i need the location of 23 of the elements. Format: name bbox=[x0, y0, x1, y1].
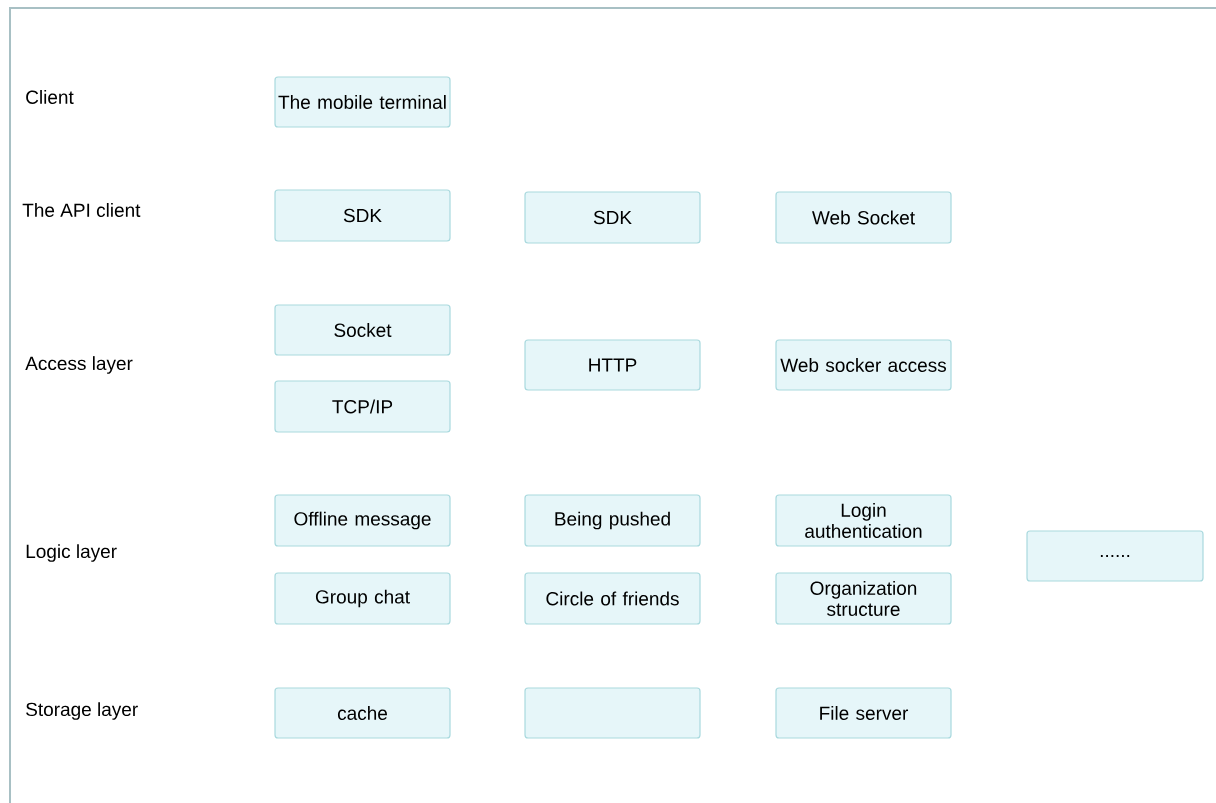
layer-box: cache bbox=[274, 687, 451, 739]
layer-label: Access layer bbox=[25, 356, 133, 374]
layer-box: Offline message bbox=[274, 494, 451, 547]
layer-label: Client bbox=[26, 90, 74, 104]
layer-box: Circle of friends bbox=[524, 572, 701, 625]
layer-box: Being pushed bbox=[524, 494, 701, 547]
layer-box: Login authentication bbox=[775, 494, 952, 547]
layer-label: The API client bbox=[22, 203, 141, 217]
layer-label: Storage layer bbox=[26, 702, 138, 720]
layer-box: HTTP bbox=[524, 339, 701, 391]
layer-box: Web socker access bbox=[775, 339, 952, 391]
layer-box: The mobile terminal bbox=[274, 76, 451, 128]
layer-box: Group chat bbox=[274, 572, 451, 625]
empty-box bbox=[524, 687, 701, 739]
layer-box: SDK bbox=[274, 189, 451, 242]
layer-box: Organization structure bbox=[775, 572, 952, 625]
layer-box: Web Socket bbox=[775, 191, 952, 244]
layer-label: Logic layer bbox=[26, 544, 117, 562]
layer-box: ...... bbox=[1026, 530, 1204, 582]
layer-box: Socket bbox=[274, 304, 451, 356]
layer-box: TCP/IP bbox=[274, 380, 451, 433]
layer-box: SDK bbox=[524, 191, 701, 244]
layer-box: File server bbox=[775, 687, 952, 739]
